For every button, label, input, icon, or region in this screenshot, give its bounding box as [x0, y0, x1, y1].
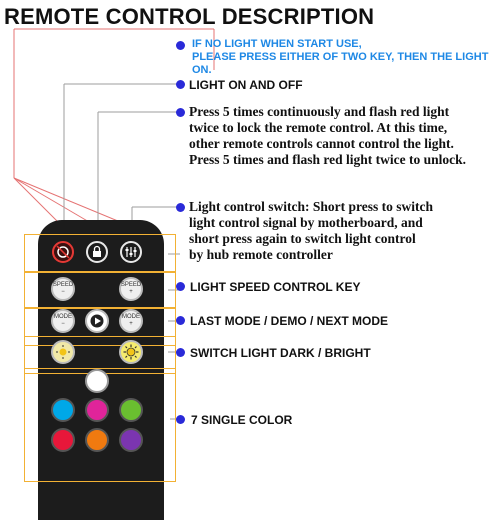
- lock-icon: [93, 245, 101, 257]
- color-purple-button[interactable]: [119, 428, 143, 452]
- page-title: REMOTE CONTROL DESCRIPTION: [4, 4, 375, 29]
- speed-label: LIGHT SPEED CONTROL KEY: [190, 280, 361, 294]
- plus-icon: +: [129, 289, 133, 295]
- callout-dot-speed: [176, 282, 185, 291]
- callout-dot-color: [176, 415, 185, 424]
- lock-description-line: Press 5 times and flash red light twice …: [189, 152, 467, 167]
- mode-next-label: MODE: [122, 314, 140, 320]
- lock-description-line: Press 5 times continuously and flash red…: [189, 104, 450, 119]
- start-note: IF NO LIGHT WHEN START USE, PLEASE PRESS…: [192, 38, 500, 77]
- mode-next-button[interactable]: MODE +: [119, 309, 143, 333]
- callout-dot-bright: [176, 348, 185, 357]
- callout-dot-on-off: [176, 80, 185, 89]
- bright-button[interactable]: [119, 340, 143, 364]
- mode-prev-button[interactable]: MODE −: [51, 309, 75, 333]
- callout-dot-note: [176, 41, 185, 50]
- play-icon: [90, 314, 104, 328]
- start-note-line: IF NO LIGHT WHEN START USE,: [192, 38, 362, 50]
- light-switch-button[interactable]: [120, 241, 142, 263]
- callout-dot-mode: [176, 316, 185, 325]
- color-red-button[interactable]: [51, 428, 75, 452]
- color-label: 7 SINGLE COLOR: [191, 413, 293, 427]
- switch-description-line: Light control switch: Short press to swi…: [189, 199, 434, 214]
- switch-description-line: light control signal by motherboard, and: [189, 215, 423, 230]
- demo-button[interactable]: [85, 309, 109, 333]
- color-green-button[interactable]: [119, 398, 143, 422]
- power-button[interactable]: [52, 241, 74, 263]
- sliders-icon: [125, 247, 137, 257]
- power-off-icon: [56, 245, 70, 259]
- lock-button[interactable]: [86, 241, 108, 263]
- lock-description-line: other remote controls cannot control the…: [189, 136, 454, 151]
- speed-down-label: SPEED: [52, 282, 74, 288]
- sun-dim-icon: [56, 345, 70, 359]
- color-white-button[interactable]: [85, 369, 109, 393]
- switch-description: Light control switch: Short press to swi…: [189, 199, 433, 263]
- mode-prev-label: MODE: [54, 314, 72, 320]
- speed-up-label: SPEED: [120, 282, 142, 288]
- keys-group-mode: [24, 308, 176, 346]
- switch-description-line: short press again to switch light contro…: [189, 231, 416, 246]
- dark-button[interactable]: [51, 340, 75, 364]
- callout-lines: [13, 28, 215, 420]
- lock-description-line: twice to lock the remote control. At thi…: [189, 120, 448, 135]
- minus-icon: −: [61, 321, 65, 327]
- remote-control: SPEED − SPEED + MODE − MODE +: [24, 220, 176, 520]
- on-off-label: LIGHT ON AND OFF: [189, 78, 303, 92]
- plus-icon: +: [129, 321, 133, 327]
- keys-group-speed: [24, 272, 176, 308]
- color-pink-button[interactable]: [85, 398, 109, 422]
- callout-dot-lock: [176, 108, 185, 117]
- minus-icon: −: [61, 289, 65, 295]
- start-note-line: PLEASE PRESS EITHER OF TWO KEY, THEN THE…: [192, 51, 489, 76]
- bright-label: SWITCH LIGHT DARK / BRIGHT: [190, 346, 371, 360]
- speed-down-button[interactable]: SPEED −: [51, 277, 75, 301]
- switch-description-line: by hub remote controller: [189, 247, 333, 262]
- sun-bright-icon: [123, 344, 139, 360]
- speed-up-button[interactable]: SPEED +: [119, 277, 143, 301]
- color-blue-button[interactable]: [51, 398, 75, 422]
- color-orange-button[interactable]: [85, 428, 109, 452]
- mode-label: LAST MODE / DEMO / NEXT MODE: [190, 314, 389, 328]
- callout-dot-switch: [176, 203, 185, 212]
- keys-group-top: [24, 234, 176, 272]
- keys-group-color: [24, 368, 176, 482]
- lock-description: Press 5 times continuously and flash red…: [189, 104, 466, 168]
